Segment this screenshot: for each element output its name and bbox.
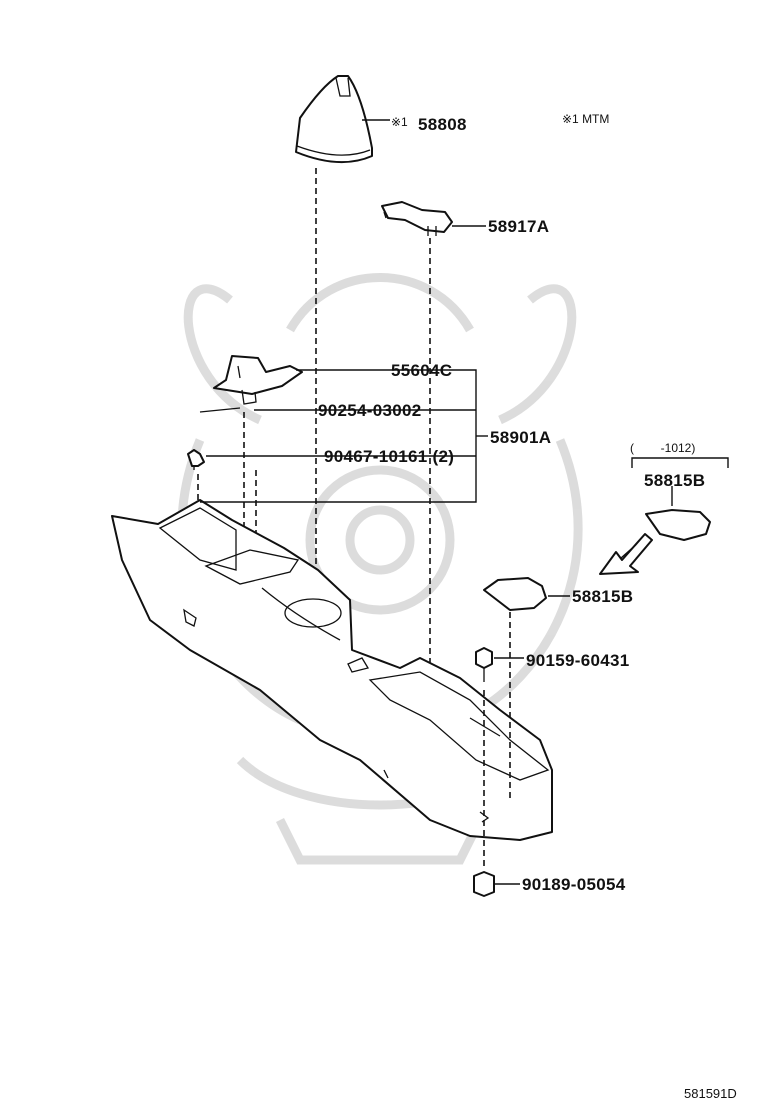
inset-arrow-icon — [599, 533, 653, 575]
shift-boot-part[interactable] — [295, 75, 373, 164]
clip-wire — [199, 407, 241, 413]
range-bracket — [631, 457, 729, 468]
screw-part[interactable] — [475, 647, 493, 682]
note-mark: ※1 — [391, 115, 408, 129]
label-58808[interactable]: 58808 — [418, 115, 467, 134]
label-58815B[interactable]: 58815B — [572, 587, 633, 606]
pad-part[interactable] — [483, 577, 547, 611]
nut-part[interactable] — [473, 871, 495, 897]
label-90467-10161[interactable]: 90467-10161 (2) — [324, 447, 454, 466]
drawing-id: 581591D — [684, 1086, 737, 1101]
upper-panel-part[interactable] — [381, 201, 453, 236]
label-90189-05054[interactable]: 90189-05054 — [522, 875, 626, 894]
center-console-part[interactable] — [111, 499, 553, 841]
bracket-part[interactable] — [213, 355, 303, 405]
label-90159-60431[interactable]: 90159-60431 — [526, 651, 630, 670]
inset-pad-part[interactable] — [645, 509, 711, 541]
label-58901A[interactable]: 58901A — [490, 428, 551, 447]
label-55604C[interactable]: 55604C — [391, 361, 452, 380]
label-90254-03002[interactable]: 90254-03002 — [318, 401, 422, 420]
range-note: ( -1012) — [630, 441, 695, 455]
note-text: ※1 MTM — [562, 112, 609, 126]
clip-part[interactable] — [187, 449, 205, 470]
label-58917A[interactable]: 58917A — [488, 217, 549, 236]
label-58815B-top[interactable]: 58815B — [644, 471, 705, 490]
